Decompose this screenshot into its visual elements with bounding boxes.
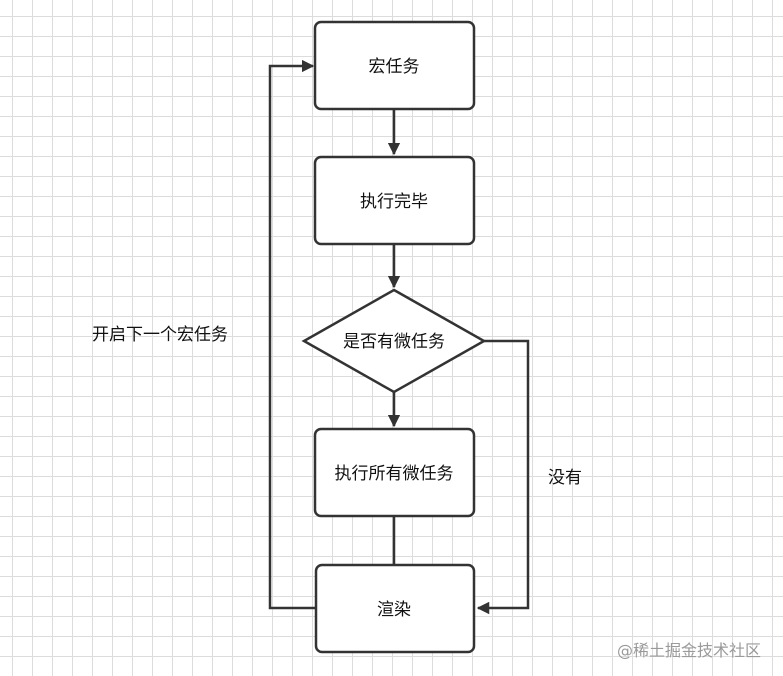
node-macro-task-box bbox=[313, 20, 476, 111]
node-run-micro-box bbox=[313, 427, 476, 518]
edge-render-to-macro-loop bbox=[268, 59, 316, 610]
edge-label-no: 没有 bbox=[548, 468, 582, 488]
node-render-label: 渲染 bbox=[377, 600, 411, 620]
node-run-micro-label: 执行所有微任务 bbox=[335, 464, 454, 484]
node-execution-done-label: 执行完毕 bbox=[360, 192, 428, 212]
node-decision-diamond bbox=[301, 288, 487, 394]
node-render-box bbox=[314, 563, 476, 654]
node-macro-task-label: 宏任务 bbox=[369, 57, 420, 77]
node-execution-done-box bbox=[313, 155, 476, 246]
edge-decision-to-render-no bbox=[476, 339, 530, 615]
node-decision-label: 是否有微任务 bbox=[343, 332, 445, 352]
watermark-text: @稀土掘金技术社区 bbox=[617, 641, 762, 660]
edge-label-next-macro: 开启下一个宏任务 bbox=[92, 325, 228, 345]
